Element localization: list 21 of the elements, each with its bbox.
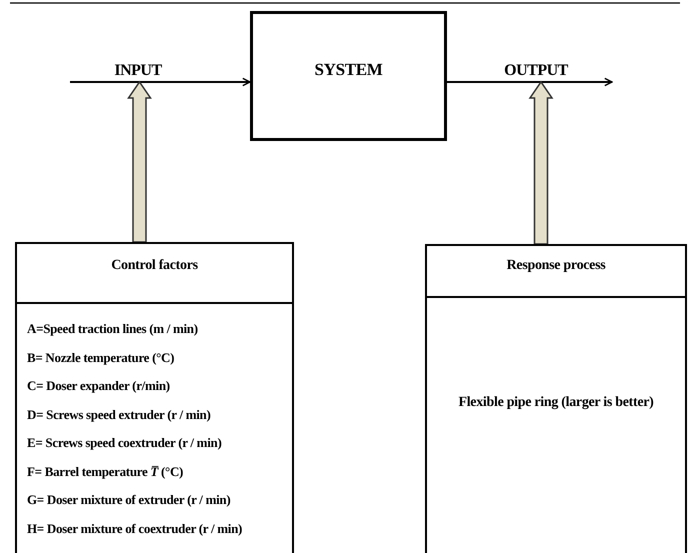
factor-text: G= Doser mixture of extruder (r / min) (27, 492, 230, 508)
system-box (250, 11, 447, 141)
edge-label: OUTPUT (504, 62, 568, 80)
factor-text: E= Screws speed coextruder (r / min) (27, 435, 222, 451)
table-heading: Response process (506, 258, 606, 274)
box-title: SYSTEM (314, 60, 383, 80)
factor-text: A=Speed traction lines (m / min) (27, 321, 198, 337)
arrow (70, 78, 251, 86)
table-heading: Control factors (111, 258, 198, 274)
block-arrow (127, 80, 152, 243)
factor-text: B= Nozzle temperature (°C) (27, 350, 174, 366)
factor-text: F= Barrel temperature T̅ (°C) (27, 464, 184, 480)
factor-text: D= Screws speed extruder (r / min) (27, 406, 211, 422)
block-arrow (528, 80, 554, 245)
table-box (425, 244, 687, 553)
response-text: Flexible pipe ring (larger is better) (458, 395, 654, 411)
edge-label: INPUT (114, 62, 162, 80)
table-box (15, 242, 294, 553)
factor-text: H= Doser mixture of coextruder (r / min) (27, 520, 242, 536)
factor-text: C= Doser expander (r/min) (27, 378, 170, 394)
arrow (447, 78, 613, 86)
